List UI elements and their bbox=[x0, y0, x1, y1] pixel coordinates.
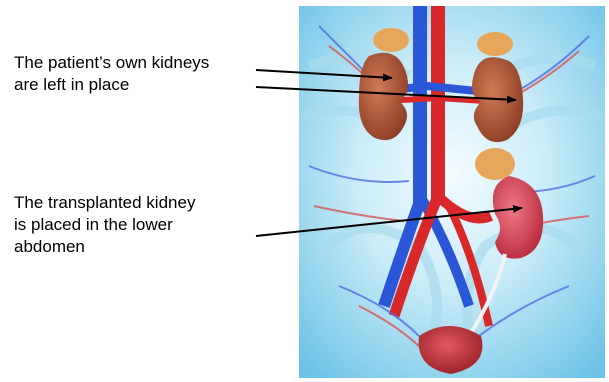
own-kidneys-annotation: The patient’s own kidneys are left in pl… bbox=[14, 52, 209, 96]
aorta bbox=[431, 6, 445, 202]
transplanted-kidney-annotation: The transplanted kidney is placed in the… bbox=[14, 192, 195, 258]
transplant-upper-lobe bbox=[475, 148, 515, 180]
right-native-kidney bbox=[472, 57, 523, 142]
transplanted-kidney-line-1: The transplanted kidney bbox=[14, 192, 195, 214]
right-adrenal-gland bbox=[477, 32, 513, 56]
left-native-kidney bbox=[359, 53, 408, 140]
transplanted-kidney-line-3: abdomen bbox=[14, 236, 195, 258]
own-kidneys-line-2: are left in place bbox=[14, 74, 209, 96]
kidney-anatomy-illustration bbox=[299, 6, 605, 378]
transplanted-kidney-line-2: is placed in the lower bbox=[14, 214, 195, 236]
left-adrenal-gland bbox=[373, 28, 409, 52]
own-kidneys-line-1: The patient’s own kidneys bbox=[14, 52, 209, 74]
vena-cava bbox=[413, 6, 427, 206]
